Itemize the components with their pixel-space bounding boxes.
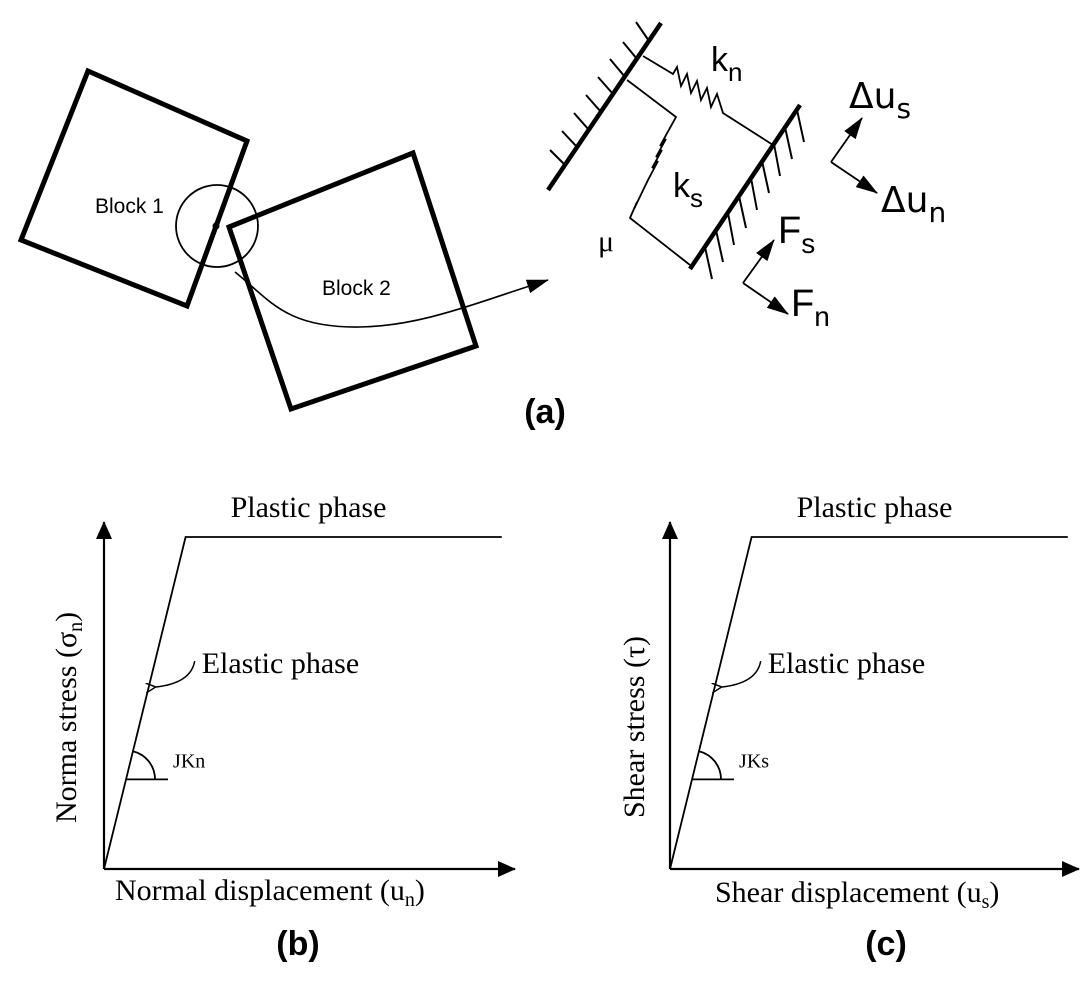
shear-spring bbox=[626, 79, 691, 266]
y-axis-label: Shear stress (τ) bbox=[618, 636, 651, 818]
x-axis-label: Shear displacement (us) bbox=[715, 876, 999, 913]
chart-c: Plastic phase Elastic phase JKs Shear di… bbox=[618, 491, 1080, 963]
left-wall-hatching bbox=[549, 21, 650, 166]
panel-a: Block 1 Block 2 bbox=[17, 21, 946, 431]
right-wall-hatching bbox=[704, 109, 805, 280]
elastic-phase-label: Elastic phase bbox=[202, 647, 359, 680]
fn-label: Fn bbox=[791, 283, 830, 332]
block-2 bbox=[225, 149, 480, 413]
block-1 bbox=[17, 67, 251, 310]
slope-label: JKs bbox=[739, 750, 769, 772]
x-axis-label: Normal displacement (un) bbox=[115, 874, 425, 911]
delta-un-label: Δun bbox=[881, 180, 946, 229]
delta-us-label: Δus bbox=[849, 76, 911, 125]
constitutive-curve bbox=[669, 536, 1068, 870]
contact-point bbox=[212, 222, 220, 230]
caption-b: (b) bbox=[276, 925, 319, 963]
slope-label: JKn bbox=[173, 750, 205, 772]
elastic-pointer-arrow bbox=[721, 660, 762, 687]
detail-arrow bbox=[234, 271, 549, 328]
caption-c: (c) bbox=[865, 925, 907, 963]
right-wall bbox=[688, 103, 805, 280]
normal-spring bbox=[642, 55, 774, 146]
slope-angle-arc bbox=[698, 750, 722, 780]
plastic-phase-label: Plastic phase bbox=[231, 491, 387, 524]
left-wall bbox=[546, 21, 663, 192]
slope-angle-arc bbox=[132, 750, 156, 780]
block-1-label: Block 1 bbox=[95, 195, 164, 218]
chart-b: Plastic phase Elastic phase JKn Normal d… bbox=[50, 491, 516, 963]
plastic-phase-label: Plastic phase bbox=[797, 491, 953, 524]
force-axes bbox=[742, 239, 789, 315]
kn-label: kn bbox=[711, 41, 742, 87]
constitutive-curve bbox=[103, 536, 502, 870]
ks-label: ks bbox=[673, 167, 703, 213]
caption-a: (a) bbox=[524, 393, 566, 431]
elastic-pointer-arrow bbox=[155, 660, 196, 687]
y-axis-label: Norma stress (σn) bbox=[50, 612, 87, 823]
mu-label: μ bbox=[598, 225, 614, 258]
elastic-phase-label: Elastic phase bbox=[768, 647, 925, 680]
displacement-axes bbox=[830, 117, 878, 194]
contact-circle bbox=[175, 184, 259, 268]
block-2-label: Block 2 bbox=[322, 277, 391, 300]
fs-label: Fs bbox=[778, 210, 815, 259]
